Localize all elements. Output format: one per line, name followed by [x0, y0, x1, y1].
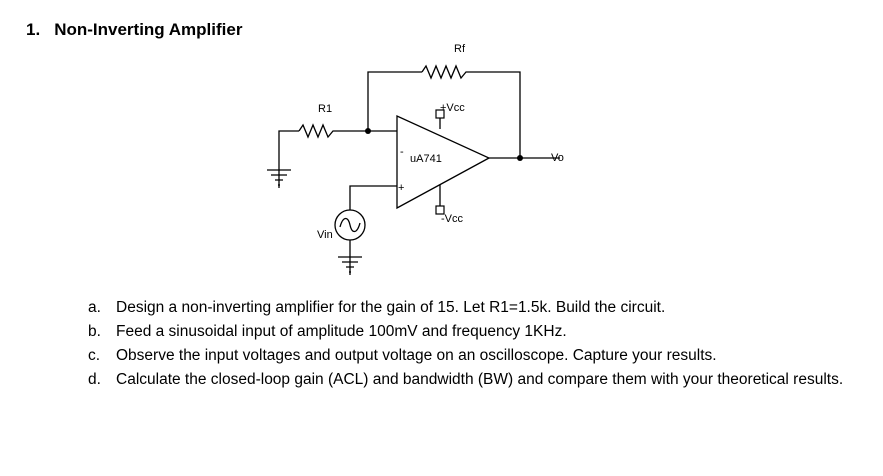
vcc-neg-pin: [435, 205, 445, 215]
wire-noninverting: [349, 185, 397, 210]
list-text: Design a non-inverting amplifier for the…: [116, 299, 666, 316]
resistor-r1: [298, 123, 344, 139]
opamp-triangle: [396, 114, 491, 210]
list-item: c. Observe the input voltages and output …: [88, 344, 858, 368]
list-item: d. Calculate the closed-loop gain (ACL) a…: [88, 368, 858, 392]
list-text: Calculate the closed-loop gain (ACL) and…: [116, 371, 844, 388]
ground-source: [338, 253, 362, 275]
rf-label: Rf: [454, 43, 466, 55]
wire-feedback-right: [472, 71, 521, 158]
minus-sign: -: [400, 146, 404, 158]
wire-feedback-left: [367, 71, 422, 130]
list-text: Observe the input voltages and output vo…: [116, 347, 717, 364]
voltage-source: [334, 209, 366, 241]
task-list: a. Design a non-inverting amplifier for t…: [88, 296, 858, 392]
input-label: Vin: [317, 229, 333, 241]
heading-title: Non-Inverting Amplifier: [54, 20, 243, 39]
opamp-label: uA741: [410, 153, 442, 165]
junction-inverting: [365, 128, 371, 134]
ground-r1: [267, 166, 291, 188]
list-marker: d.: [88, 371, 101, 388]
circuit-diagram: Rf R1 +Vcc -Vcc uA741 Vo Vin - +: [267, 43, 564, 275]
list-text: Feed a sinusoidal input of amplitude 100…: [116, 323, 567, 340]
list-marker: c.: [88, 347, 101, 364]
plus-sign: +: [398, 182, 404, 194]
list-item: b. Feed a sinusoidal input of amplitude 1…: [88, 320, 858, 344]
vcc-neg-label: -Vcc: [441, 213, 464, 225]
resistor-rf: [421, 64, 472, 80]
r1-label: R1: [318, 103, 332, 115]
output-label: Vo: [551, 152, 564, 164]
junction-output: [517, 155, 523, 161]
heading-number: 1.: [26, 20, 41, 39]
vcc-pos-pin: [435, 109, 445, 119]
list-marker: a.: [88, 299, 101, 316]
sine-glyph: [339, 217, 361, 233]
list-marker: b.: [88, 323, 101, 340]
vcc-pos-label: +Vcc: [440, 102, 465, 114]
page-heading: 1. Non-Inverting Amplifier: [26, 20, 242, 40]
wire-r1-ground: [278, 130, 299, 166]
list-item: a. Design a non-inverting amplifier for t…: [88, 296, 858, 320]
